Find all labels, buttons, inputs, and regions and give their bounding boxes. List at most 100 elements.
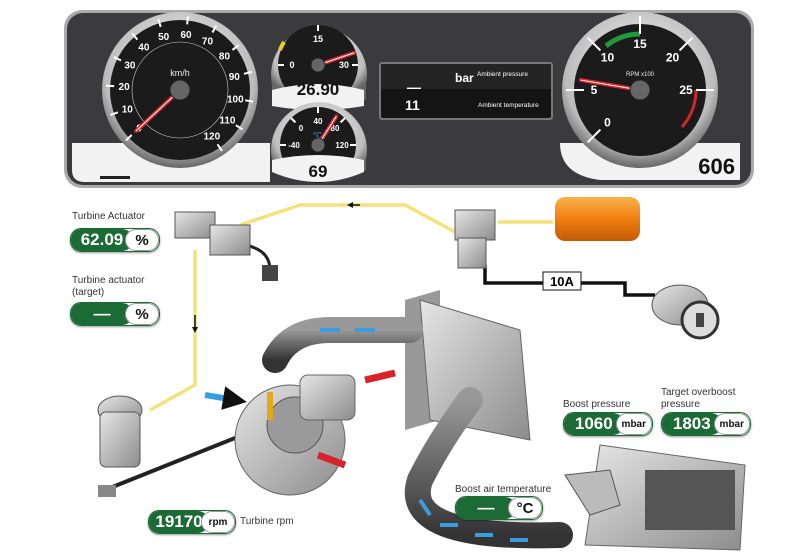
speedometer: km/h 0102030405060708090100110120 — [102, 12, 258, 168]
ambient-temperature-label: Ambient temperature — [478, 102, 539, 109]
boost-air-temperature-unit: °C — [508, 497, 542, 519]
svg-text:10A: 10A — [550, 274, 574, 289]
gauge-tick — [339, 117, 346, 124]
gauge-tick-label: 80 — [219, 51, 231, 62]
gauge-tick-label: -40 — [288, 141, 300, 150]
gauge-tick — [231, 44, 240, 51]
turbine-actuator-target-unit: % — [125, 303, 159, 325]
target-overboost-value: 1803 — [662, 413, 722, 435]
vacuum-reservoir — [555, 197, 640, 241]
boost-air-temperature-label: Boost air temperature — [455, 484, 552, 495]
solenoid-valve — [174, 211, 278, 281]
speed-readout-dash — [100, 176, 130, 179]
turbine-rpm-unit: rpm — [201, 511, 235, 533]
gauge-tick — [113, 55, 122, 62]
gauge-tick-label: 90 — [229, 72, 241, 83]
gauge-tick-label: 50 — [158, 32, 170, 43]
turbine-actuator-target-value: — — [71, 303, 133, 325]
tachometer: RPM x100 606 0 5 10 15 20 25 — [562, 12, 735, 179]
boost-pressure-readout: 1060 mbar — [563, 412, 653, 436]
tach-readout: 606 — [698, 154, 735, 179]
boost-pressure-unit: mbar — [615, 413, 652, 435]
ambient-pressure-unit: bar — [455, 71, 474, 85]
turbine-rpm-value: 19170 — [149, 511, 209, 533]
gauge-tick-label: 120 — [203, 132, 220, 143]
gauge-tick-label: 100 — [227, 94, 244, 105]
map-sensor-ecu — [564, 444, 746, 551]
gauge-tick — [586, 128, 602, 144]
gauge-tick — [586, 36, 602, 52]
ambient-temperature-value: 11 — [405, 97, 420, 113]
gauge-tick-label: 0 — [289, 60, 294, 70]
turbine-rpm-readout: 19170 rpm — [148, 510, 236, 534]
gauge-tick — [157, 18, 162, 28]
info-display: — bar Ambient pressure 11 Ambient temper… — [379, 62, 553, 120]
gauge-tick — [211, 25, 218, 33]
ignition-switch — [651, 284, 720, 340]
turbine-actuator-value: 62.09 — [71, 229, 133, 251]
target-overboost-unit: mbar — [713, 413, 750, 435]
turbocharger — [234, 374, 356, 496]
gauge-tick — [678, 36, 694, 52]
gauge-tick — [131, 32, 139, 41]
label-line: pressure — [661, 399, 700, 410]
tach-unit: RPM x100 — [626, 72, 655, 78]
gauge-tick-label: 10 — [601, 51, 615, 65]
gauge-hub — [169, 79, 191, 101]
gauge-hub — [629, 79, 651, 101]
gauge-tick — [186, 16, 189, 25]
gauge-hub — [310, 137, 326, 153]
pressure-gauge: 26.90 0 15 30 — [271, 25, 367, 110]
wastegate-actuator — [97, 395, 143, 497]
gauge-tick — [245, 99, 254, 103]
boost-pressure-value: 1060 — [564, 413, 624, 435]
gauge-tick-label: 5 — [591, 83, 598, 97]
fuse-label: 10A — [542, 271, 582, 291]
pressure-gauge-readout: 26.90 — [297, 80, 340, 99]
turbine-actuator-target-label: Turbine actuator(target) — [72, 275, 144, 299]
temp-unit: °C — [313, 131, 322, 140]
boost-pressure-label: Boost pressure — [563, 399, 631, 410]
gauge-tick-label: 30 — [124, 60, 136, 71]
turbine-actuator-label: Turbine Actuator — [72, 211, 146, 222]
gauge-tick-label: 15 — [633, 37, 647, 51]
turbine-rpm-label: Turbine rpm — [240, 516, 294, 527]
label-line: (target) — [72, 287, 105, 298]
gauge-tick-label: 10 — [122, 104, 134, 115]
temperature-gauge-readout: 69 — [309, 162, 328, 181]
electrical-cable — [483, 265, 655, 297]
turbine-actuator-target-readout: — % — [70, 302, 160, 326]
gauge-tick-label: 20 — [119, 82, 131, 93]
gauge-tick-label: 110 — [219, 115, 236, 126]
label-line: Target overboost — [661, 387, 736, 398]
gauge-hub — [310, 57, 326, 73]
speed-unit: km/h — [170, 68, 190, 78]
pressure-converter — [454, 209, 496, 269]
gauge-tick-label: 30 — [339, 60, 349, 70]
target-overboost-readout: 1803 mbar — [661, 412, 751, 436]
gauge-tick — [110, 111, 119, 117]
turbine-actuator-readout: 62.09 % — [70, 228, 160, 252]
label-line: Turbine actuator — [72, 275, 145, 286]
gauge-tick-label: 0 — [299, 124, 304, 133]
gauge-tick-label: 15 — [313, 34, 323, 44]
gauge-tick-label: 25 — [679, 83, 693, 97]
gauge-tick-label: 80 — [331, 124, 340, 133]
boost-air-temperature-value: — — [456, 497, 516, 519]
gauge-tick — [125, 134, 133, 142]
gauge-tick-label: 0 — [604, 116, 611, 130]
gauge-tick-label: 60 — [180, 30, 192, 41]
gauge-tick — [243, 70, 252, 75]
gauge-tick — [290, 117, 297, 124]
gauge-tick — [235, 124, 244, 131]
gauge-tick-label: 40 — [138, 43, 150, 54]
ambient-pressure-value: — — [407, 79, 421, 95]
flow-arrows — [204, 328, 528, 542]
gauge-tick-label: 70 — [202, 37, 214, 48]
gauge-tick-label: 20 — [666, 51, 680, 65]
boost-air-temperature-readout: — °C — [455, 496, 543, 520]
turbine-actuator-unit: % — [125, 229, 159, 251]
